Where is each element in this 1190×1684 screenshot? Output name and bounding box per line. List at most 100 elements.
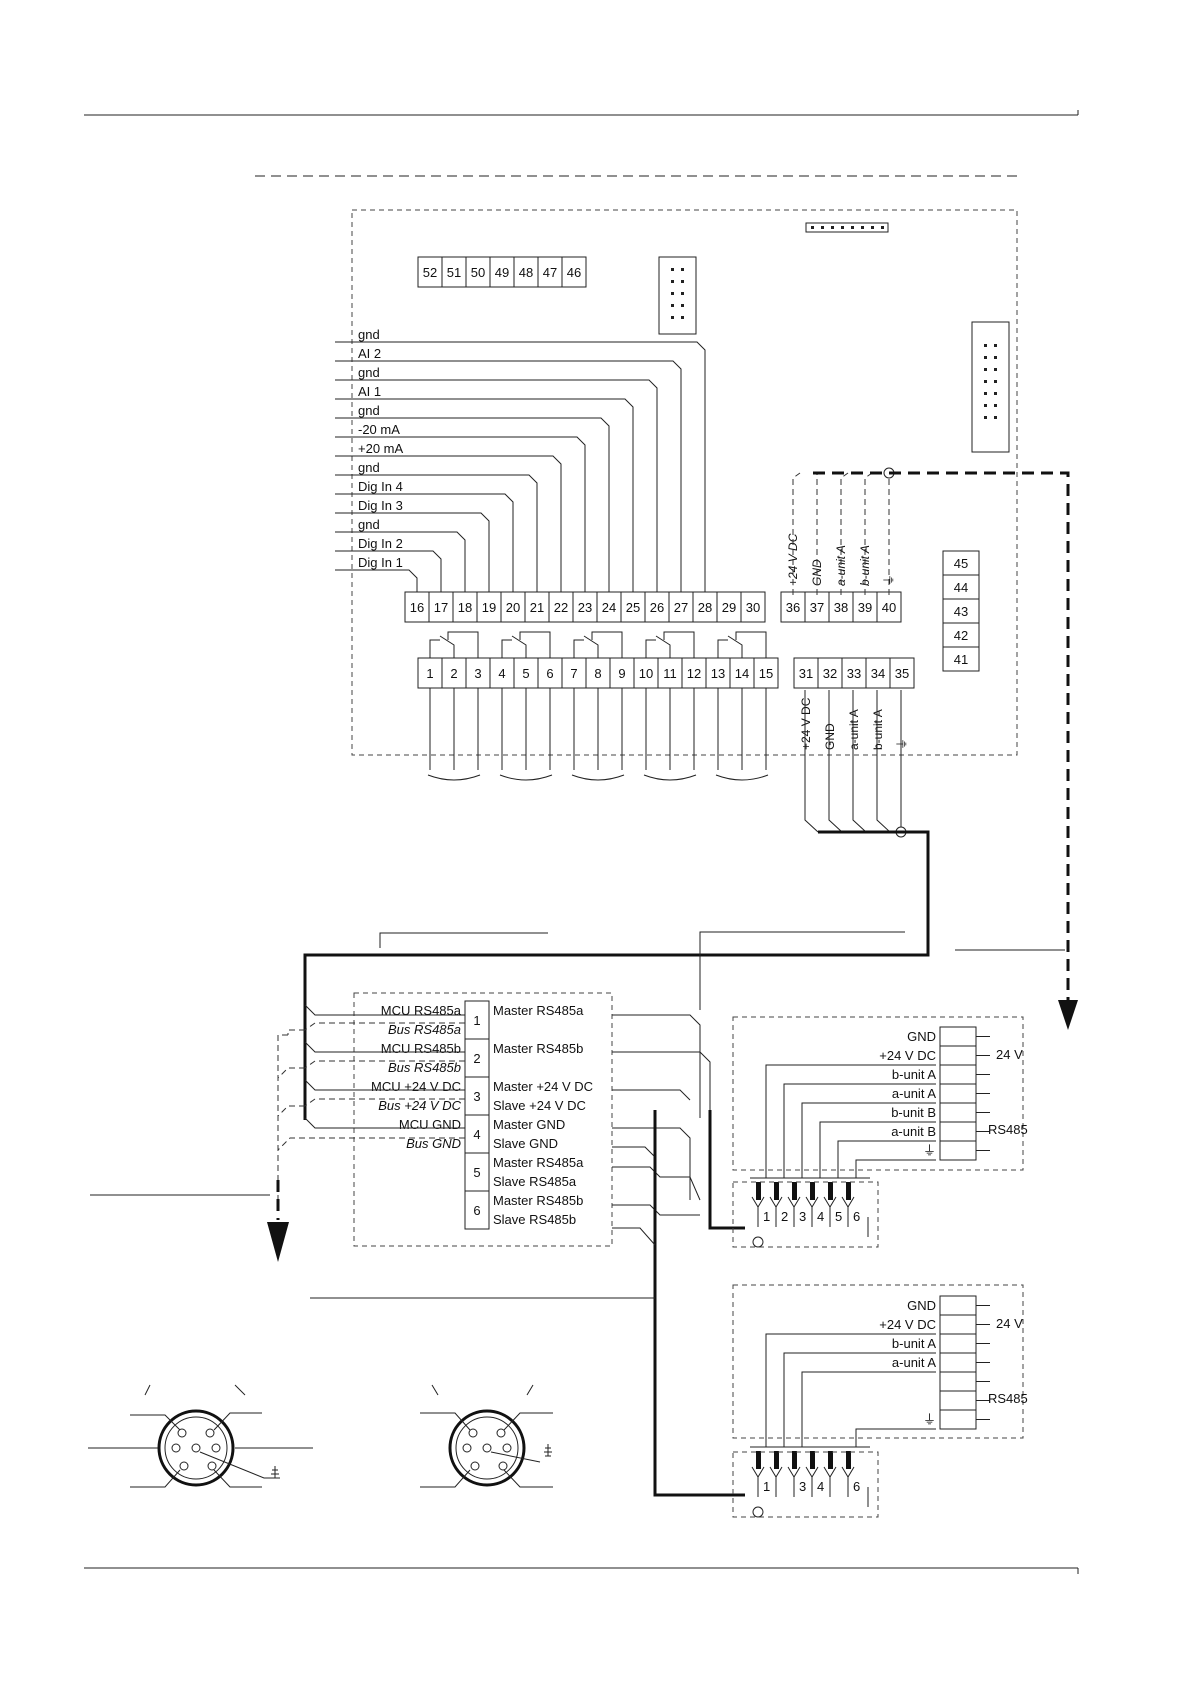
device-terminal [939,1064,977,1085]
terminal-label: 20 [506,600,520,615]
signal-wire [335,398,634,592]
device-signal-label: b-unit B [891,1105,936,1120]
junction-left-label: MCU RS485a [381,1003,462,1018]
device-pin [792,1182,797,1200]
terminal-label: 4 [498,666,505,681]
plug-shield [752,1506,764,1518]
terminal-41 [942,646,980,672]
junction-terminal-1 [464,1000,490,1040]
device-pin [846,1182,851,1200]
junction-box-outline [353,992,613,1247]
terminal-34 [865,657,891,689]
device-pin [774,1451,779,1469]
junction-terminal-number: 4 [473,1127,480,1142]
plug-pin-number: 3 [799,1479,806,1494]
relay-contact [663,631,695,658]
terminal-29 [716,591,742,623]
device-wire [819,1121,936,1178]
terminal-label: 2 [450,666,457,681]
terminal-35 [889,657,915,689]
terminal-43 [942,598,980,624]
junction-right-label: Slave RS485a [493,1174,577,1189]
junction-right-label: Master RS485b [493,1193,583,1208]
device-signal-label: a-unit A [892,1086,936,1101]
terminal-20 [500,591,526,623]
device-terminal [939,1295,977,1316]
terminal-label: 51 [447,265,461,280]
signal-wire [335,512,490,592]
device-signal-label: GND [907,1298,936,1313]
relay-contact [511,635,527,658]
input-signal-label: AI 2 [358,346,381,361]
pin-header-middle [658,256,697,335]
input-signal-label: gnd [358,403,380,418]
plug-pin-number: 2 [781,1209,788,1224]
terminal-label: 32 [823,666,837,681]
terminal-label: 10 [639,666,653,681]
plug-pin-number: 6 [853,1479,860,1494]
terminal-19 [476,591,502,623]
junction-left-label: Bus GND [406,1136,461,1151]
terminal-label: 7 [570,666,577,681]
input-signal-label: Dig In 2 [358,536,403,551]
device-terminal [939,1083,977,1104]
terminal-label: 44 [954,580,968,595]
junction-to-device1-wires [310,1014,745,1497]
device-pin [810,1451,815,1469]
signal-wire [335,474,538,592]
device-terminal [939,1140,977,1161]
left-bus-dashed [90,1004,465,1262]
terminal-label: 34 [871,666,885,681]
device-side-label: RS485 [988,1122,1028,1137]
device-wire [855,1428,936,1447]
plug-pin-number: 6 [853,1209,860,1224]
terminal-label: 29 [722,600,736,615]
device-terminal [939,1121,977,1142]
input-signal-label: gnd [358,460,380,475]
device-wire [765,1064,936,1178]
input-signal-label: gnd [358,517,380,532]
plug-pin-number: 4 [817,1209,824,1224]
device-pin [774,1182,779,1200]
terminal-label: 50 [471,265,485,280]
terminal-25 [620,591,646,623]
terminal-label: 19 [482,600,496,615]
signal-wire [335,417,610,592]
terminal-31 [793,657,819,689]
terminal-37 [804,591,830,623]
terminal-signal-label: b-unit A [858,545,872,586]
terminal-label: 3 [474,666,481,681]
device-terminal [939,1026,977,1047]
terminal-24 [596,591,622,623]
terminal-label: 33 [847,666,861,681]
device-pin [792,1451,797,1469]
terminal-label: 18 [458,600,472,615]
terminal-17 [428,591,454,623]
relay-contacts [427,631,769,781]
terminal-48 [513,256,539,288]
device-side-label: 24 V [996,1316,1023,1331]
terminal-49 [489,256,515,288]
plug-pin-number: 4 [817,1479,824,1494]
junction-right-label: Master RS485a [493,1003,584,1018]
board-outline [351,209,1018,756]
terminal-label: 30 [746,600,760,615]
terminal-46 [561,256,587,288]
terminal-label: 9 [618,666,625,681]
device-wire [765,1333,936,1447]
input-signal-label: AI 1 [358,384,381,399]
junction-right-label: Slave RS485b [493,1212,576,1227]
relay-wire-bundle [571,774,625,781]
plug-pin-number: 1 [763,1479,770,1494]
device-signal-label: b-unit A [892,1067,936,1082]
terminal-32 [817,657,843,689]
relay-contact [727,635,743,658]
junction-terminal-number: 1 [473,1013,480,1028]
